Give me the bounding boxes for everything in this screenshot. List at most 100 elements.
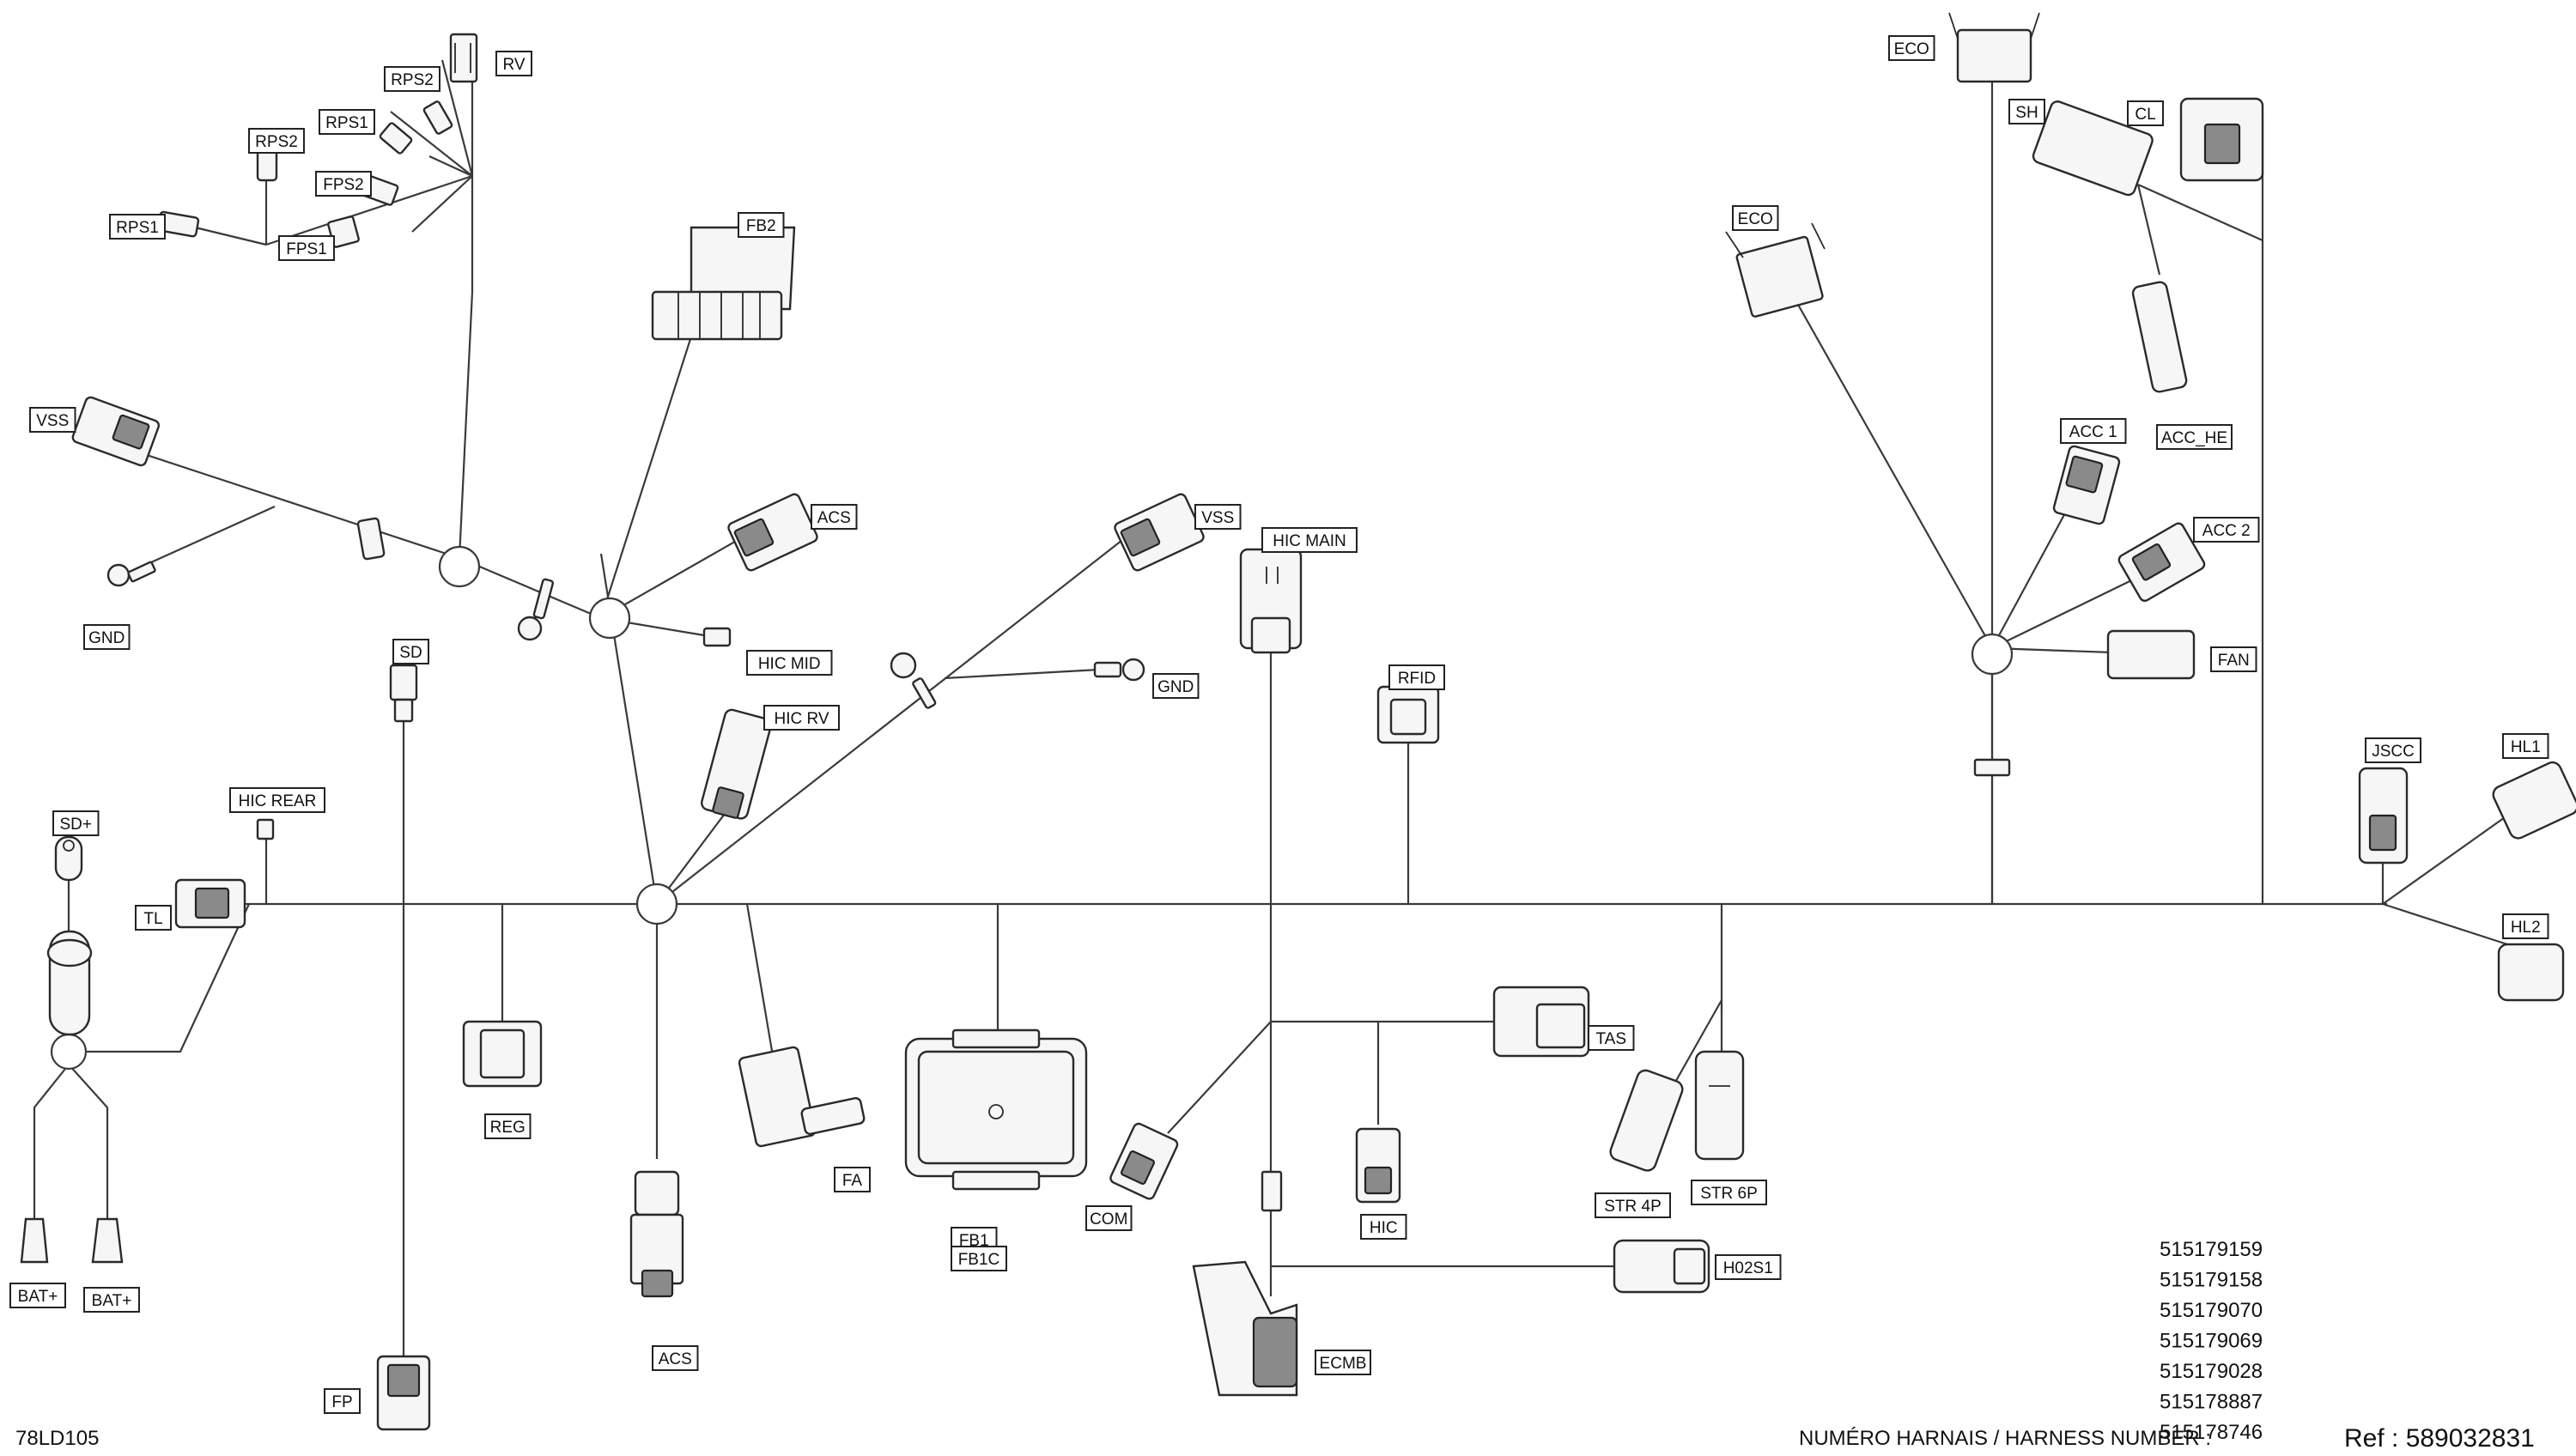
connector-label-text: ECO [1894,40,1929,58]
harness-number-list: 515179159 515179158 515179070 515179069 5151… [2160,1238,2263,1444]
connector-label-text: SH [2015,104,2038,122]
label-hic-rear-18: HIC REAR [229,787,325,813]
connector-label-text: HIC MID [758,655,821,673]
connector-hl2 [2497,943,2565,1002]
label-vss-13: VSS [1194,504,1242,530]
connector-hic-rv [700,708,772,820]
harness-number: 515178746 [2160,1421,2263,1444]
connector-label-text: RPS1 [116,219,159,237]
connector-label-text: TL [143,910,162,928]
harness-number: 515179159 [2160,1238,2263,1261]
label-rps1-2: RPS1 [319,109,375,135]
label-sh-37: SH [2008,99,2045,124]
connector-acs-top [727,493,818,572]
label-rps1-5: RPS1 [109,214,166,240]
label-rps2-3: RPS2 [248,128,305,154]
connector-eco-mid [1725,222,1826,318]
reference-number: Ref : 589032831 [2344,1424,2535,1453]
connector-rfid [1376,685,1440,744]
connector-gnd-ring-mid [517,578,555,641]
harness-number: 515179158 [2160,1269,2263,1292]
label-hic-mid-11: HIC MID [746,650,833,676]
connector-sd-plus [46,835,93,1036]
connector-label-text: GND [1157,678,1194,696]
connector-hic-rear [256,818,275,840]
label-str-6p-29: STR 6P [1691,1180,1767,1205]
connector-label-text: HIC [1370,1219,1398,1237]
connector-label-text: STR 4P [1604,1198,1662,1216]
connector-label-text: REG [490,1119,526,1137]
harness-number: 515179070 [2160,1299,2263,1322]
label-fa-22: FA [834,1167,871,1192]
connector-label-text: FB2 [746,217,776,235]
connector-com [1109,1122,1179,1200]
connector-label-text: ACC_HE [2161,429,2227,447]
label-eco-39: ECO [1732,205,1779,231]
connector-hic-mid [702,627,732,647]
harness-number: 515179069 [2160,1330,2263,1353]
label-cl-38: CL [2127,100,2164,126]
label-str-4p-28: STR 4P [1595,1192,1671,1218]
connector-hic-lower [1355,1127,1401,1204]
connector-labels: RVRPS2RPS1RPS2FPS2RPS1FPS1FB2VSSGNDACSHI… [9,35,2549,1414]
connector-label-text: HIC REAR [239,792,317,810]
label-hic-main-16: HIC MAIN [1261,527,1358,553]
label-hl2-46: HL2 [2502,913,2549,939]
connector-fan [2106,629,2196,680]
label-hic-rv-15: HIC RV [763,705,840,731]
connector-reg [462,1020,543,1088]
label-fb2-7: FB2 [738,212,785,238]
connector-label-text: ACC 2 [2202,522,2251,540]
connector-label-text: VSS [1201,509,1234,527]
connector-rv [449,33,478,83]
label-hic-27: HIC [1360,1214,1407,1240]
connector-hic-main [1239,548,1303,654]
label-tl-20: TL [135,905,172,931]
label-acc-he-41: ACC_HE [2156,424,2233,450]
connector-bat-plus-2 [91,1217,124,1264]
label-ecmb-31: ECMB [1315,1350,1371,1375]
connector-rps1-top [379,122,413,155]
connector-tl [174,878,246,929]
connector-label-text: HL1 [2511,738,2541,756]
connector-label-text: ACS [817,509,851,527]
label-fp-33: FP [324,1388,361,1414]
label-acc-2-42: ACC 2 [2193,517,2260,543]
connector-hl1 [2492,761,2576,840]
connector-label-text: SD [399,644,422,662]
connector-jscc [2358,767,2409,864]
connector-label-text: ACC 1 [2069,423,2117,441]
connector-label-text: FAN [2218,652,2250,670]
label-fan-43: FAN [2210,646,2257,672]
connector-cl [2179,97,2264,182]
connector-vss-left [71,396,161,467]
connector-acs-lower [629,1170,684,1298]
label-gnd-9: GND [83,624,131,650]
label-hl1-45: HL1 [2502,733,2549,759]
connector-acc-2 [2117,522,2206,602]
label-acs-10: ACS [811,504,858,530]
connector-label-text: FB1C [958,1251,1000,1269]
connector-tas [1492,986,1590,1058]
label-acs-32: ACS [652,1345,699,1371]
label-tas-26: TAS [1588,1025,1635,1051]
label-jscc-44: JSCC [2365,737,2421,763]
connector-label-text: ECO [1738,210,1773,228]
connector-h02s1 [1613,1239,1710,1294]
connector-label-text: BAT+ [18,1288,58,1306]
connector-label-text: SD+ [60,816,93,834]
label-vss-8: VSS [29,407,76,433]
drawing-code: 78LD105 [15,1427,99,1450]
connector-str-4p [1609,1069,1684,1172]
connector-label-text: ACS [659,1350,692,1368]
connectors [20,12,2576,1431]
label-h02s1-30: H02S1 [1715,1254,1782,1280]
junction-hic-mid [588,597,631,640]
label-sd--19: SD+ [52,810,100,836]
connector-str-6p [1694,1050,1745,1161]
connector-sh [2032,100,2154,197]
connector-label-text: RV [502,56,525,74]
connector-label-text: HL2 [2511,919,2541,937]
connector-fp [376,1355,431,1431]
